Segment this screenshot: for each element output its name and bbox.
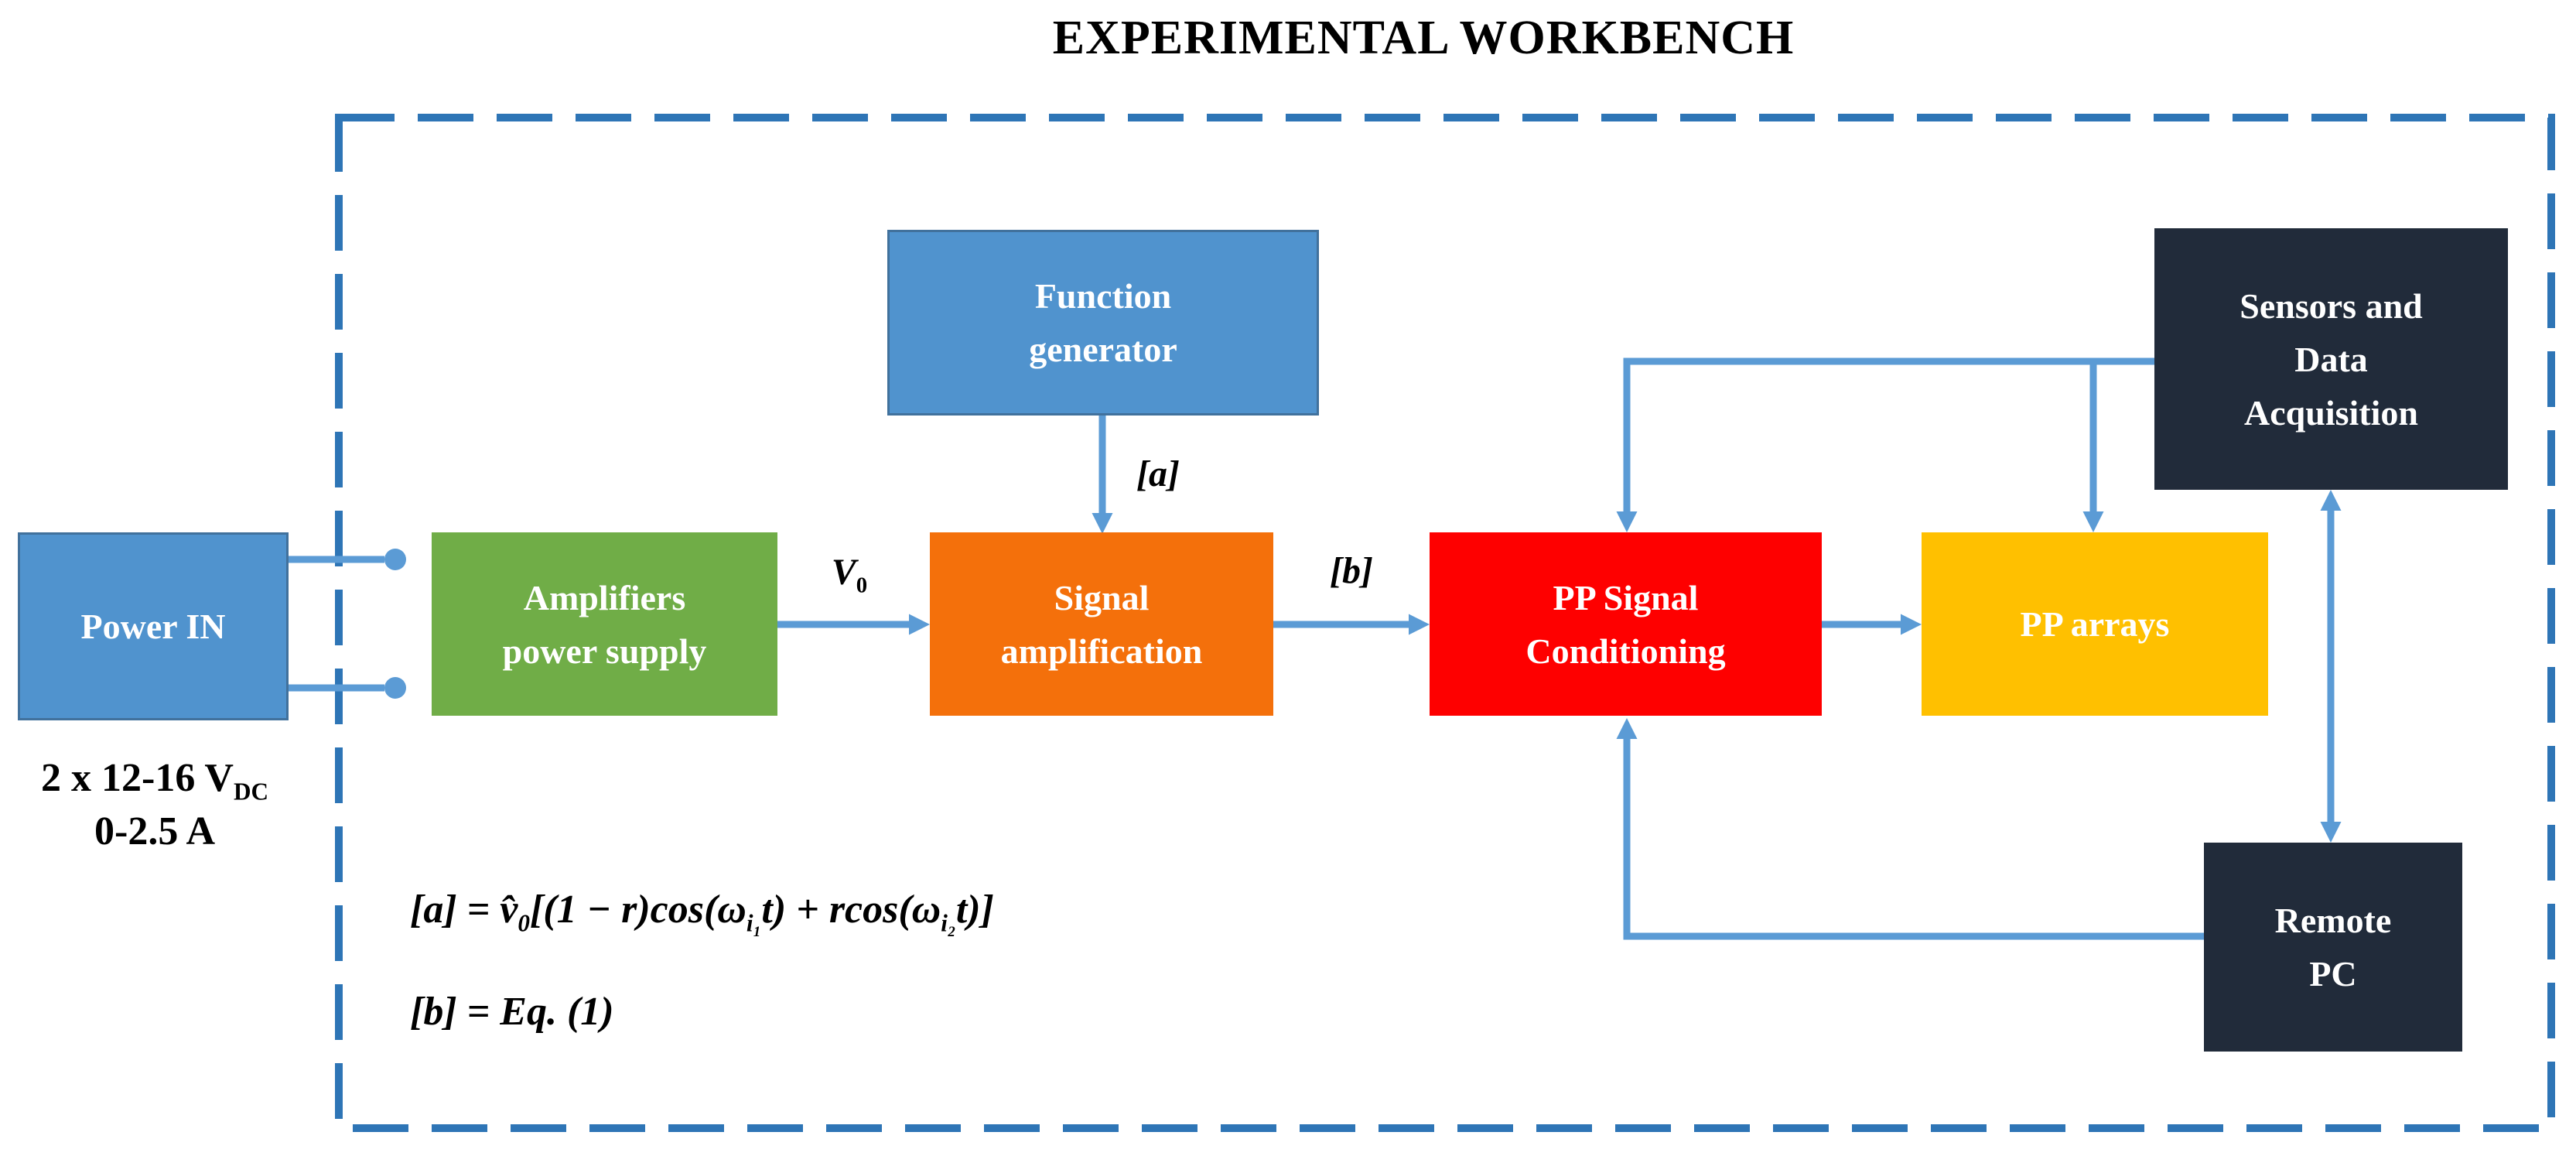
power-spec-line1-main: 2 x 12-16 V: [41, 756, 234, 800]
block-power-in-label: Power IN: [80, 607, 226, 646]
block-power-in: Power IN: [18, 532, 289, 720]
label-v0: V0: [787, 551, 911, 597]
equation-a-part: t)]: [955, 888, 994, 932]
power-spec-line2: 0-2.5 A: [94, 809, 215, 853]
block-pp-signal-conditioning: PP Signal Conditioning: [1430, 532, 1822, 716]
equation-a-part: [a] = v̂: [410, 888, 518, 932]
block-signal-amplification: Signal amplification: [930, 532, 1273, 716]
block-remote-pc-label: Remote PC: [2274, 901, 2392, 994]
block-function-generator: Function generator: [887, 230, 1319, 416]
equation-a-part: [(1 − r)cos(ω: [529, 888, 746, 932]
label-v0-main: V: [831, 552, 856, 593]
terminal-dot-top: [384, 549, 406, 570]
equation-b: [b] = Eq. (1): [410, 990, 614, 1034]
block-sensors-daq: Sensors and Data Acquisition: [2154, 228, 2508, 490]
equation-a-sub: i₂: [941, 909, 956, 937]
label-b: [b]: [1330, 550, 1373, 591]
workbench-dashed-border: [335, 114, 2555, 1132]
block-sensors-daq-label: Sensors and Data Acquisition: [2239, 286, 2423, 433]
block-signal-amplification-label: Signal amplification: [1000, 577, 1203, 671]
power-spec-caption: 2 x 12-16 VDC 0-2.5 A: [0, 752, 309, 858]
block-remote-pc: Remote PC: [2204, 843, 2462, 1052]
block-pp-arrays-label: PP arrays: [2020, 604, 2170, 644]
power-spec-line1: 2 x 12-16 VDC: [41, 756, 268, 803]
equation-a-sub: i₁: [746, 909, 762, 937]
block-amplifiers-power-supply: Amplifiers power supply: [432, 532, 777, 716]
block-pp-arrays: PP arrays: [1922, 532, 2268, 716]
line-sensors-to-red: [1616, 357, 2154, 532]
block-function-generator-label: Function generator: [1029, 276, 1177, 369]
label-v0-sub: 0: [856, 573, 868, 598]
equation-a-sub: 0: [518, 909, 530, 937]
equation-a-part: t) + rcos(ω: [761, 888, 941, 932]
page-title: EXPERIMENTAL WORKBENCH: [1052, 12, 1795, 64]
label-a: [a]: [1136, 453, 1180, 494]
block-pp-signal-conditioning-label: PP Signal Conditioning: [1525, 577, 1726, 671]
block-amplifiers-power-supply-label: Amplifiers power supply: [502, 577, 707, 671]
equation-a: [a] = v̂0[(1 − r)cos(ωi₁t) + rcos(ωi₂t)]: [410, 887, 994, 935]
power-spec-line1-sub: DC: [233, 778, 268, 805]
line-remote-to-red: [1616, 718, 2204, 940]
terminal-dot-bottom: [384, 677, 406, 699]
